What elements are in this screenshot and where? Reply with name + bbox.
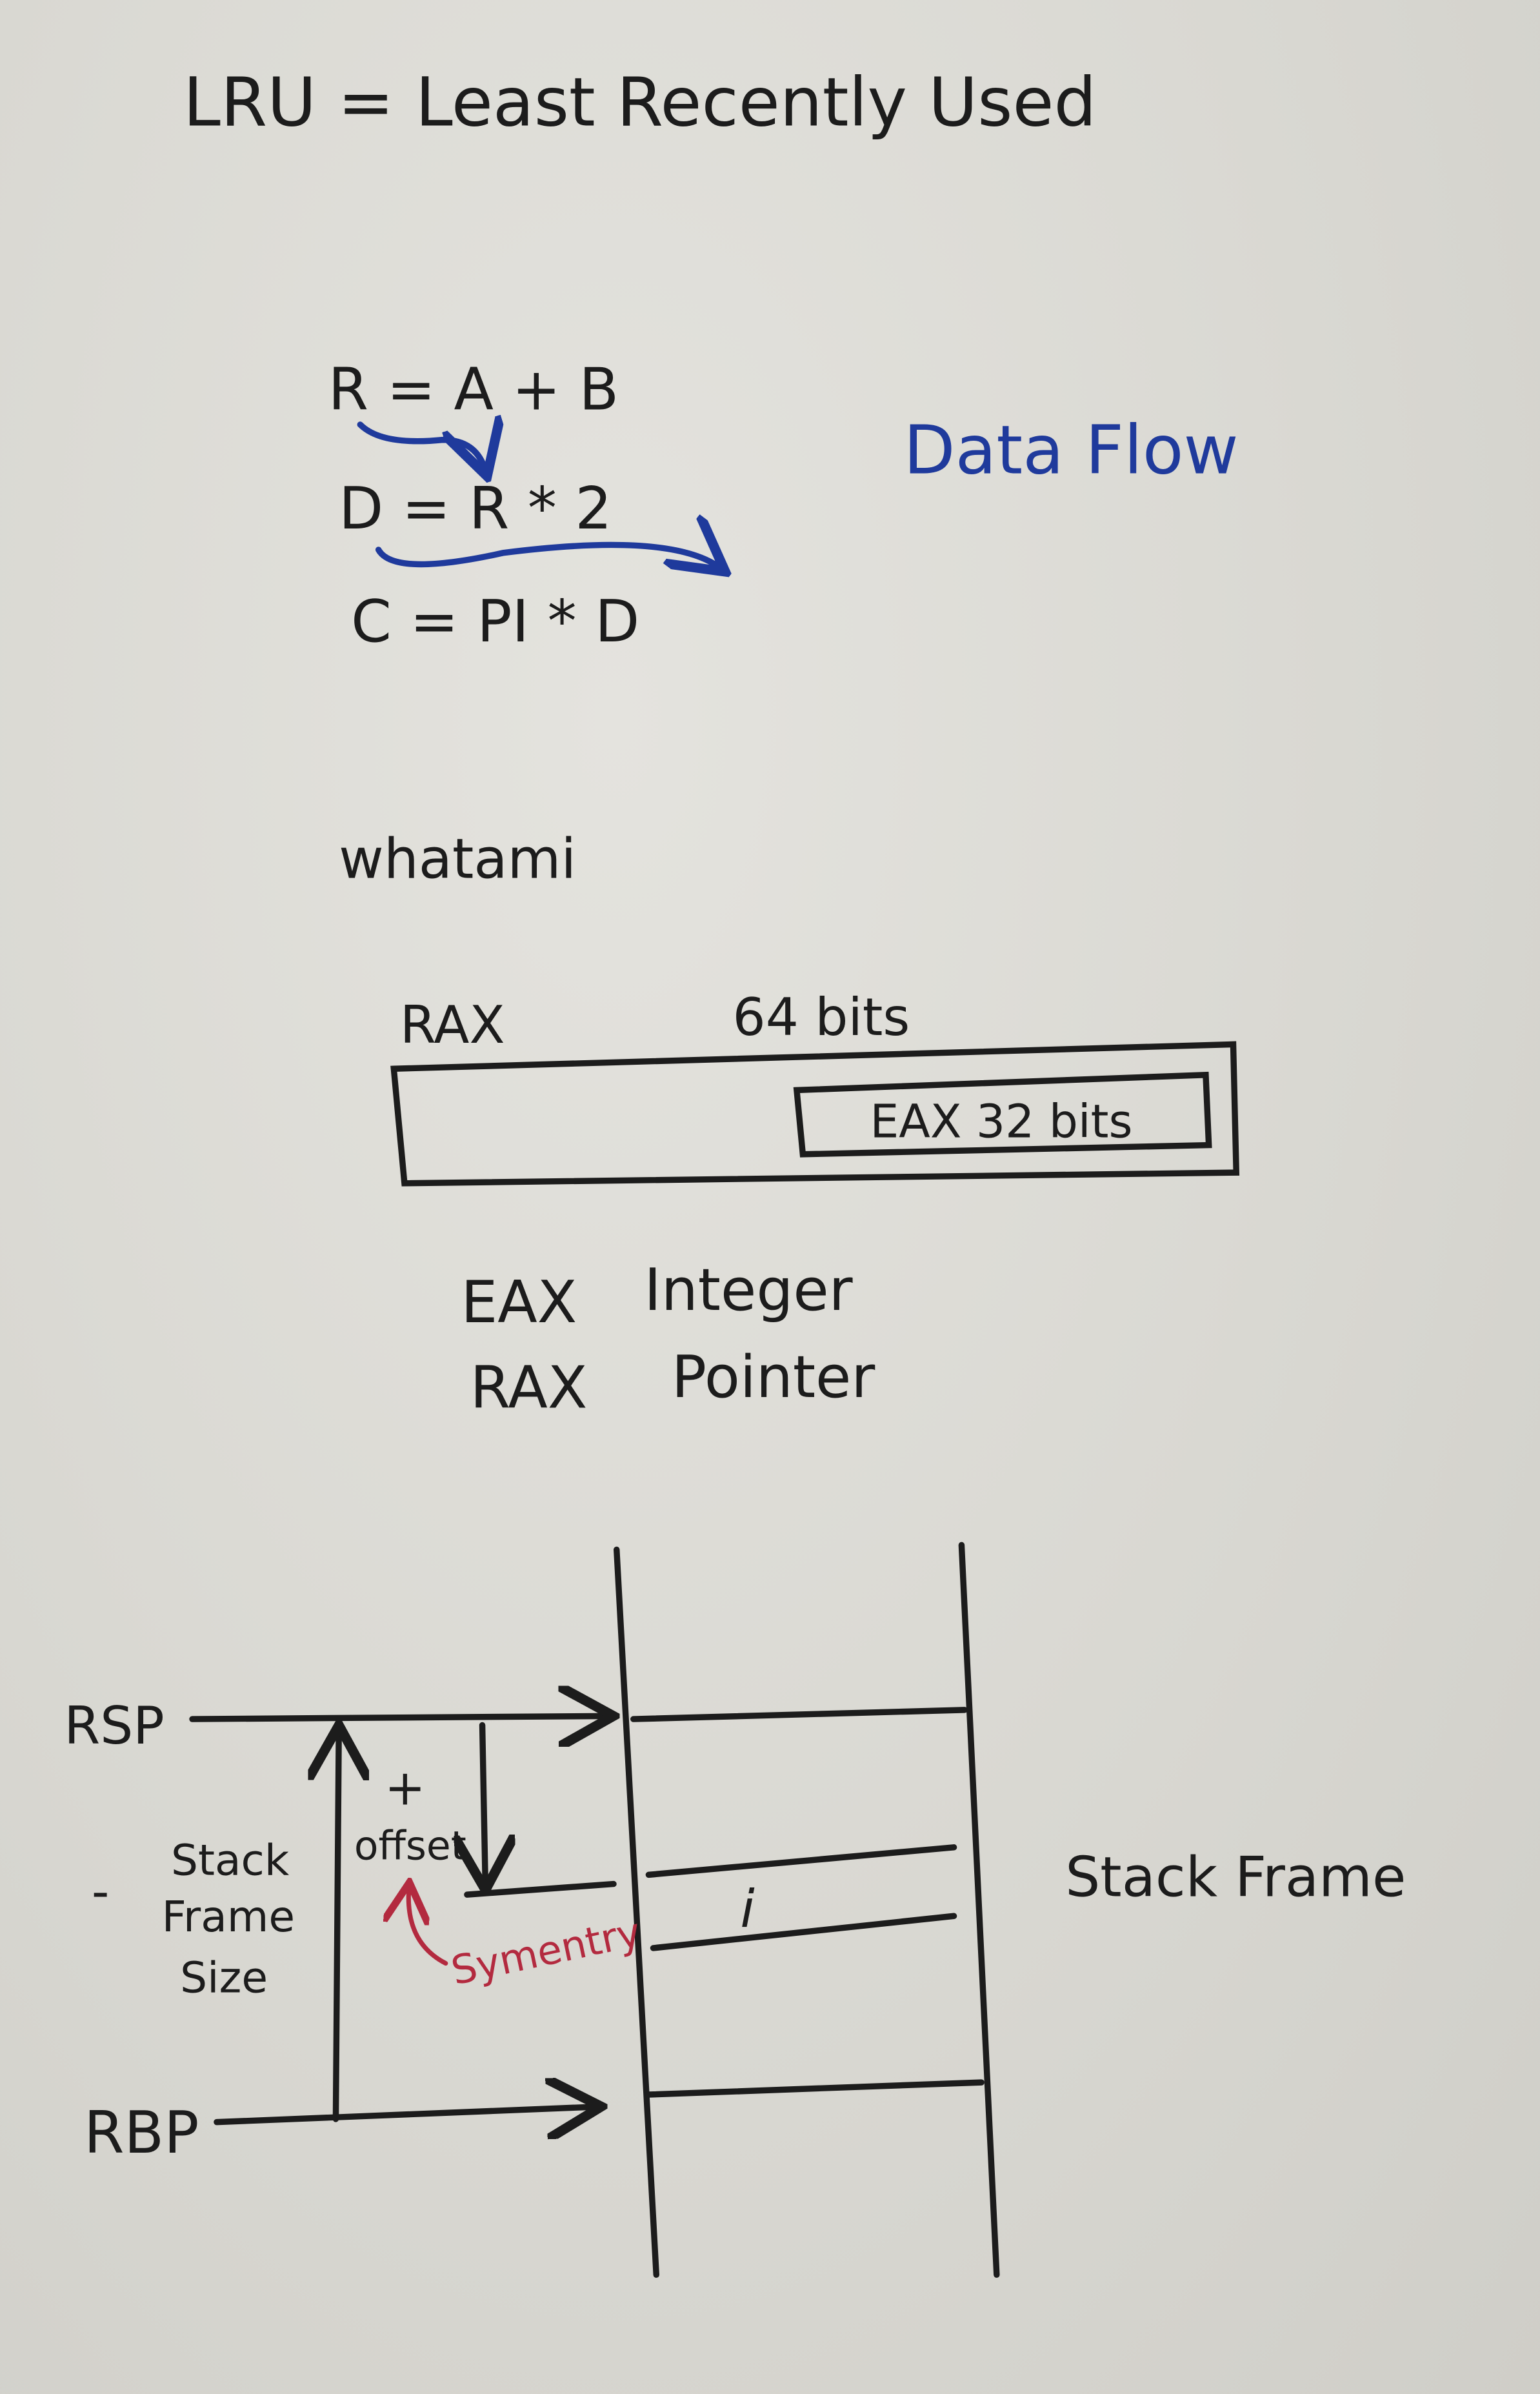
- stack-line-rbp: [645, 2079, 985, 2098]
- frame-size-arrow: [335, 1731, 339, 2122]
- stack-line-var-bottom: [650, 1913, 957, 1951]
- stack-frame-label: Stack Frame: [1065, 1846, 1406, 1909]
- data-flow-arrow-d: [375, 545, 721, 568]
- equation-r: R = A + B: [328, 356, 619, 423]
- eax-box: [793, 1071, 1212, 1158]
- stack-line-var-top: [645, 1844, 957, 1878]
- stack-var-i: i: [740, 1878, 754, 1939]
- title: LRU = Least Recently Used: [183, 63, 1097, 141]
- symmetry-note: Symentry: [447, 1909, 645, 1994]
- rbp-label: RBP: [84, 2100, 199, 2167]
- type-reg-rax: RAX: [470, 1354, 588, 1422]
- stack-line-rsp: [630, 1707, 968, 1722]
- data-flow-label: Data Flow: [903, 411, 1238, 490]
- rax-label: RAX: [400, 994, 505, 1055]
- rax-box: [390, 1041, 1240, 1187]
- equation-c: C = PI * D: [351, 588, 639, 656]
- type-pointer: Pointer: [672, 1344, 875, 1411]
- equation-d: D = R * 2: [339, 476, 612, 543]
- whatami-label: whatami: [339, 828, 576, 892]
- rbp-arrow: [214, 2107, 595, 2122]
- stack-frame-size-line1: Stack: [171, 1835, 290, 1885]
- symmetry-arrow: [408, 1887, 448, 1966]
- eax-label: EAX 32 bits: [870, 1095, 1132, 1149]
- stack-left-wall: [614, 1546, 659, 2278]
- rsp-arrow: [189, 1716, 607, 1719]
- stack-frame-size-line3: Size: [180, 1953, 268, 2003]
- data-flow-arrow-r: [357, 425, 485, 470]
- rax-bits-label: 64 bits: [733, 987, 910, 1047]
- offset-target-line: [464, 1880, 617, 1898]
- type-integer: Integer: [644, 1257, 852, 1324]
- rsp-label: RSP: [64, 1695, 164, 1756]
- stack-frame-size-line2: Frame: [162, 1892, 295, 1942]
- offset-arrow: [483, 1722, 486, 1884]
- minus-sign: -: [92, 1863, 109, 1920]
- offset-label: offset: [354, 1823, 466, 1869]
- plus-sign: +: [385, 1760, 425, 1816]
- type-reg-eax: EAX: [461, 1269, 577, 1336]
- stack-right-wall: [958, 1542, 1000, 2278]
